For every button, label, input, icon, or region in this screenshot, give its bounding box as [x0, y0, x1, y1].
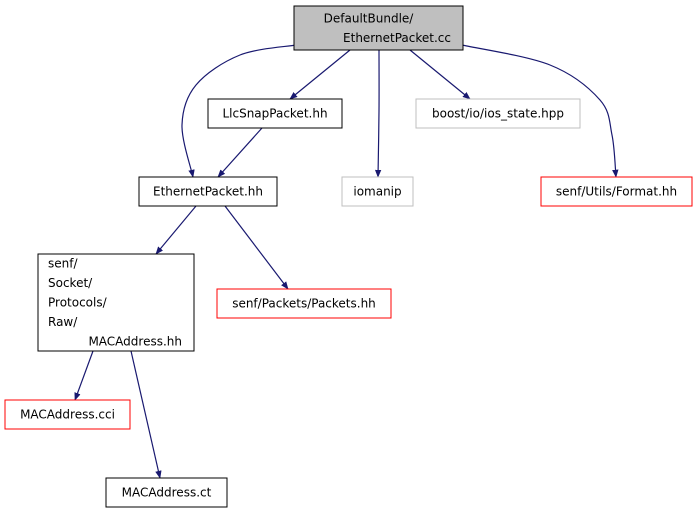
- node-iomanip-label-line-0: iomanip: [353, 185, 401, 199]
- node-senf-utils-format-hh-box: [540, 176, 693, 207]
- node-senf-socket-protocols-raw-macaddress-hh-label-line-4: MACAddress.hh: [88, 335, 182, 349]
- edge-llcsnap-to-ethernet: [217, 127, 263, 178]
- edge-root-to-iomanip: [374, 49, 382, 178]
- node-senf-packets-packets-hh-box: [216, 288, 392, 319]
- node-boost-io-ios-state-hpp-box: [415, 98, 581, 129]
- node-senf-utils-format-hh-label-line-0: senf/Utils/Format.hh: [556, 185, 677, 199]
- edge-root-to-llcsnap: [289, 49, 351, 100]
- node-ethernetpacket-hh[interactable]: EthernetPacket.hh: [138, 176, 278, 207]
- edge-root-to-ethernet: [181, 44, 297, 178]
- node-ethernetpacket-hh-box: [138, 176, 278, 207]
- node-macaddress-cci[interactable]: MACAddress.cci: [4, 399, 131, 430]
- node-senf-socket-protocols-raw-macaddress-hh[interactable]: senf/Socket/Protocols/Raw/MACAddress.hh: [37, 253, 195, 352]
- node-iomanip[interactable]: iomanip: [341, 176, 414, 207]
- edge-root-to-format: [461, 44, 619, 178]
- node-macaddress-ct[interactable]: MACAddress.ct: [105, 477, 228, 508]
- node-senf-socket-protocols-raw-macaddress-hh-label-line-2: Protocols/: [48, 296, 108, 310]
- node-defaultbundle-ethernetpacket-cc-label-line-0: DefaultBundle/: [324, 11, 415, 25]
- node-senf-socket-protocols-raw-macaddress-hh-label-line-1: Socket/: [48, 276, 93, 290]
- edge-macaddr-to-maccci: [74, 350, 94, 401]
- edges-layer: [74, 44, 619, 479]
- edge-root-to-boostios: [409, 49, 471, 100]
- edge-macaddr-to-macct: [130, 350, 162, 479]
- node-senf-packets-packets-hh[interactable]: senf/Packets/Packets.hh: [216, 288, 392, 319]
- node-llcsnappacket-hh-box: [207, 98, 343, 129]
- node-iomanip-box: [341, 176, 414, 207]
- node-senf-utils-format-hh[interactable]: senf/Utils/Format.hh: [540, 176, 693, 207]
- node-senf-socket-protocols-raw-macaddress-hh-label-line-0: senf/: [48, 257, 78, 271]
- nodes-layer: DefaultBundle/EthernetPacket.ccLlcSnapPa…: [4, 5, 693, 508]
- node-senf-socket-protocols-raw-macaddress-hh-label-line-3: Raw/: [48, 315, 78, 329]
- edge-ethernet-to-packets: [224, 205, 289, 290]
- node-defaultbundle-ethernetpacket-cc-label-line-1: EthernetPacket.cc: [343, 31, 451, 45]
- node-macaddress-ct-box: [105, 477, 228, 508]
- node-ethernetpacket-hh-label-line-0: EthernetPacket.hh: [153, 185, 263, 199]
- node-senf-packets-packets-hh-label-line-0: senf/Packets/Packets.hh: [232, 297, 376, 311]
- node-defaultbundle-ethernetpacket-cc: DefaultBundle/EthernetPacket.cc: [293, 5, 464, 51]
- node-senf-socket-protocols-raw-macaddress-hh-box: [37, 253, 195, 352]
- node-macaddress-cci-label-line-0: MACAddress.cci: [20, 408, 115, 422]
- node-defaultbundle-ethernetpacket-cc-box: [293, 5, 464, 51]
- node-macaddress-ct-label-line-0: MACAddress.ct: [122, 486, 212, 500]
- node-boost-io-ios-state-hpp[interactable]: boost/io/ios_state.hpp: [415, 98, 581, 129]
- node-llcsnappacket-hh[interactable]: LlcSnapPacket.hh: [207, 98, 343, 129]
- node-boost-io-ios-state-hpp-label-line-0: boost/io/ios_state.hpp: [432, 107, 564, 121]
- edge-ethernet-to-macaddr: [155, 205, 197, 255]
- node-llcsnappacket-hh-label-line-0: LlcSnapPacket.hh: [222, 107, 327, 121]
- node-macaddress-cci-box: [4, 399, 131, 430]
